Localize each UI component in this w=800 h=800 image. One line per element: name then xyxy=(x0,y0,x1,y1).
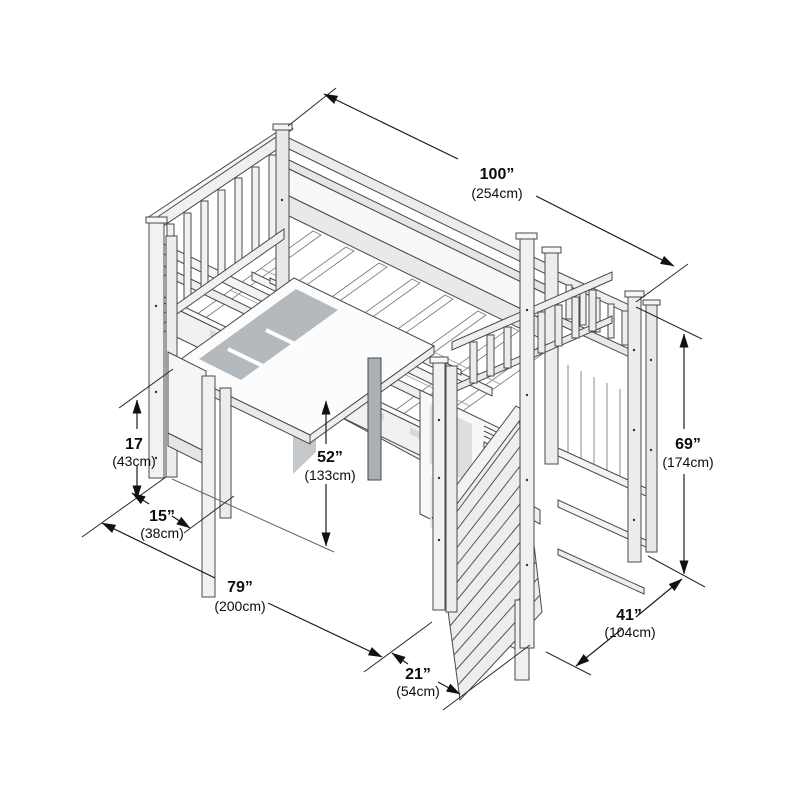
dim-height: 69” (174cm) xyxy=(662,333,714,575)
dim-bed-width: 41” (104cm) xyxy=(575,578,683,667)
dimension-annotations: 100” (254cm) 69” (174cm) 17 (43cm) 52” (… xyxy=(81,87,714,711)
back-guard-rail xyxy=(288,137,553,345)
dim-stair-depth-inches: 21” xyxy=(405,666,431,683)
bed-drawing xyxy=(145,123,661,702)
dim-desk-depth: 15” (38cm) xyxy=(131,492,191,541)
dim-desk-height: 17 (43cm) xyxy=(112,399,156,500)
dim-clearance-cm: (133cm) xyxy=(304,467,355,483)
dim-floor-length-cm: (200cm) xyxy=(214,598,265,614)
dim-desk-depth-inches: 15” xyxy=(149,508,175,525)
dim-desk-height-cm: (43cm) xyxy=(112,453,156,469)
dim-height-inches: 69” xyxy=(675,436,701,453)
dim-clearance: 52” (133cm) xyxy=(304,400,356,547)
dim-length-inches: 100” xyxy=(480,166,515,183)
dim-length: 100” (254cm) xyxy=(323,93,675,267)
dim-bed-width-inches: 41” xyxy=(616,607,642,624)
dim-height-cm: (174cm) xyxy=(662,454,713,470)
dim-desk-height-inches: 17 xyxy=(125,436,143,453)
dim-stair-depth: 21” (54cm) xyxy=(391,652,461,699)
dim-desk-depth-cm: (38cm) xyxy=(140,525,184,541)
dim-floor-length-inches: 79” xyxy=(227,579,253,596)
dim-stair-depth-cm: (54cm) xyxy=(396,683,440,699)
dim-bed-width-cm: (104cm) xyxy=(604,624,655,640)
dim-floor-length: 79” (200cm) xyxy=(101,522,383,658)
front-right-post xyxy=(429,356,458,613)
dim-length-cm: (254cm) xyxy=(471,185,522,201)
dim-clearance-inches: 52” xyxy=(317,449,343,466)
headboard xyxy=(145,123,294,479)
desk xyxy=(167,277,435,598)
floor-line xyxy=(171,478,335,553)
